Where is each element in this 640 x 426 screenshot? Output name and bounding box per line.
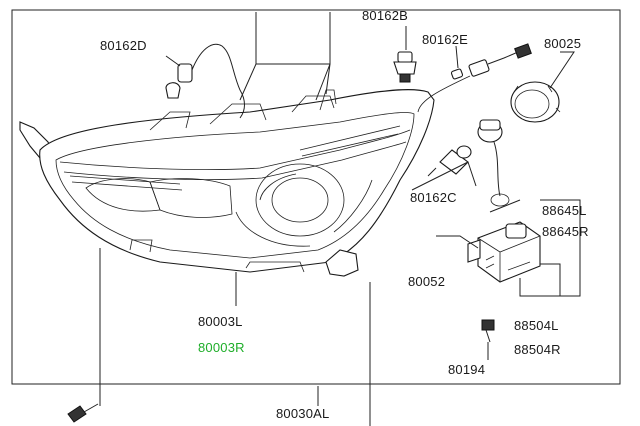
part-80194-screw <box>481 319 495 343</box>
label-88645L: 88645L <box>542 203 587 218</box>
part-80025-cap <box>510 81 561 123</box>
label-80003R: 80003R <box>198 340 245 355</box>
label-80052: 80052 <box>408 274 445 289</box>
label-88504L: 88504L <box>514 318 559 333</box>
label-80162E: 80162E <box>422 32 468 47</box>
part-80162E-bulb <box>417 43 532 113</box>
diagram-frame <box>11 9 621 385</box>
leader-lines <box>99 12 581 426</box>
part-80162C-bulb <box>427 145 472 177</box>
label-80025: 80025 <box>544 36 581 51</box>
part-88645-igniter <box>477 119 510 207</box>
label-88645R: 88645R <box>542 224 589 239</box>
label-80030AL: 80030AL <box>276 406 329 421</box>
label-88504R: 88504R <box>514 342 561 357</box>
part-80162B-bulb <box>393 51 417 83</box>
part-80052-ballast <box>467 221 541 283</box>
label-80162B: 80162B <box>362 8 408 23</box>
part-80162D-socket <box>165 43 245 119</box>
part-80030AL-screw <box>67 403 99 423</box>
label-80162C: 80162C <box>410 190 457 205</box>
label-80162D: 80162D <box>100 38 147 53</box>
label-80194: 80194 <box>448 362 485 377</box>
label-80003L: 80003L <box>198 314 243 329</box>
headlamp-assembly <box>19 89 435 277</box>
